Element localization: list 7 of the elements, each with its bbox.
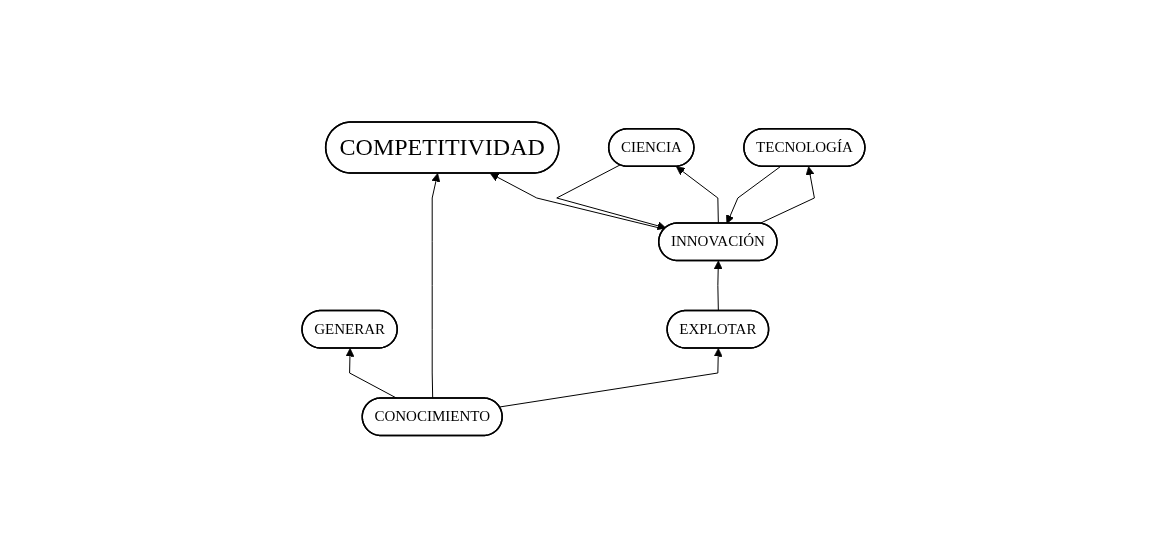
arrow	[431, 173, 440, 400]
arrow	[713, 260, 723, 312]
arrow	[725, 166, 781, 225]
arrow	[555, 164, 666, 231]
arrow	[675, 166, 719, 225]
arrow	[498, 348, 723, 408]
arrow	[345, 348, 398, 400]
